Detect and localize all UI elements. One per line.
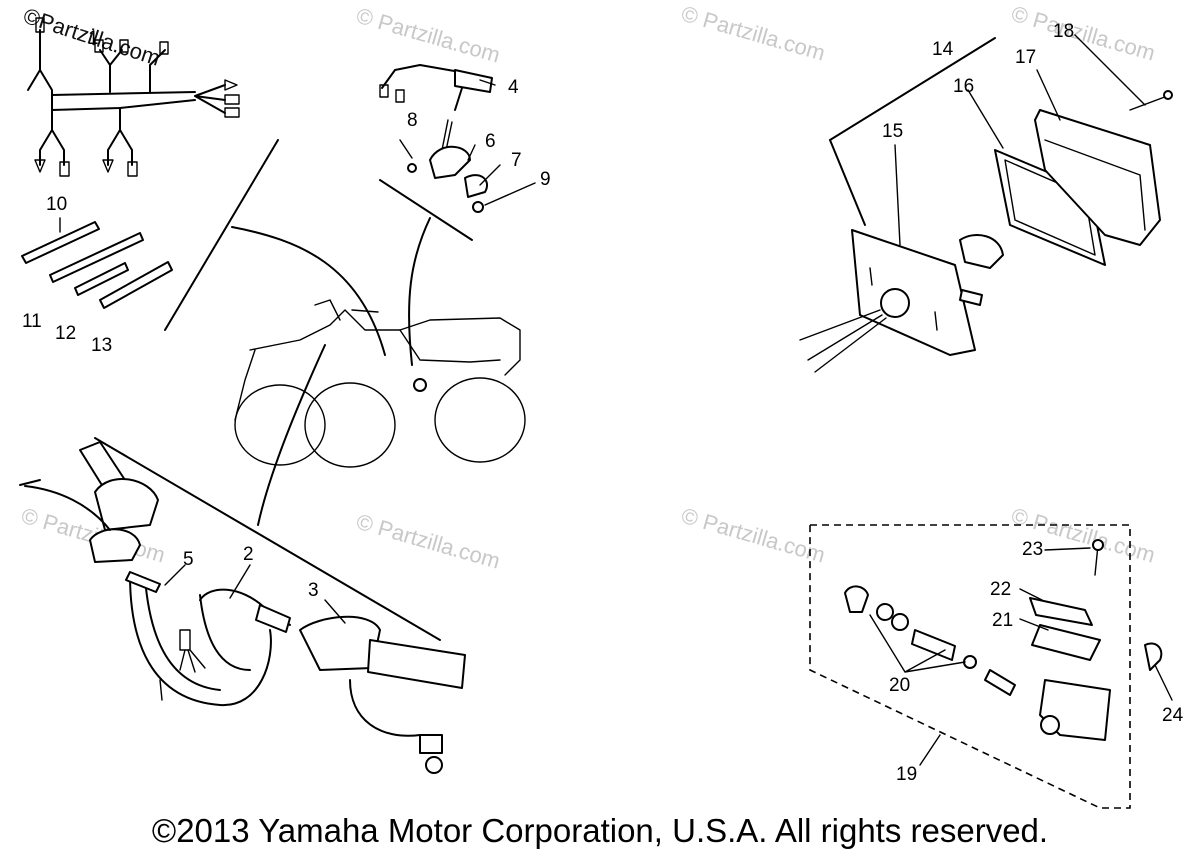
leader-line (257, 344, 326, 526)
callout-21: 21 (992, 610, 1013, 631)
copyright-footer: ©2013 Yamaha Motor Corporation, U.S.A. A… (151, 812, 1049, 849)
leader-ticks (59, 34, 1173, 766)
callout-8: 8 (407, 110, 418, 131)
cable-ties (21, 221, 173, 309)
callout-16: 16 (953, 76, 974, 97)
atv-outline (234, 299, 526, 468)
callout-14: 14 (932, 39, 954, 60)
callout-10: 10 (46, 194, 67, 215)
callout-12: 12 (55, 323, 76, 344)
callout-15: 15 (882, 121, 903, 142)
callout-1: 1 (88, 28, 99, 49)
main-switch-assembly (379, 64, 493, 241)
callout-2: 2 (243, 544, 254, 565)
callout-22: 22 (990, 579, 1011, 600)
handlebar-switch-assembly (19, 441, 466, 774)
tail-light-assembly (799, 37, 1173, 373)
callout-6: 6 (485, 131, 496, 152)
watermark: © Partzilla.com (679, 1, 828, 66)
callout-13: 13 (91, 335, 112, 356)
master-cylinder-assembly (809, 524, 1163, 809)
callout-5: 5 (183, 549, 194, 570)
watermark: © Partzilla.com (679, 503, 828, 568)
callout-labels: 1 2 3 4 5 6 7 8 9 10 11 12 13 14 15 16 1… (22, 21, 1184, 785)
callout-24: 24 (1162, 705, 1184, 726)
wire-harness (27, 17, 240, 177)
callout-4: 4 (508, 77, 519, 98)
callout-7: 7 (511, 150, 522, 171)
callout-20: 20 (889, 675, 910, 696)
callout-18: 18 (1053, 21, 1074, 42)
callout-3: 3 (308, 580, 319, 601)
callout-23: 23 (1022, 539, 1043, 560)
leader-line (231, 226, 386, 356)
watermark: © Partzilla.com (354, 509, 503, 574)
callout-19: 19 (896, 764, 917, 785)
callout-17: 17 (1015, 47, 1036, 68)
group-bracket-line (94, 437, 441, 641)
group-bracket-line (164, 139, 279, 331)
callout-9: 9 (540, 169, 551, 190)
leader-line (408, 217, 431, 366)
watermark: © Partzilla.com (354, 3, 503, 68)
callout-11: 11 (22, 311, 42, 332)
